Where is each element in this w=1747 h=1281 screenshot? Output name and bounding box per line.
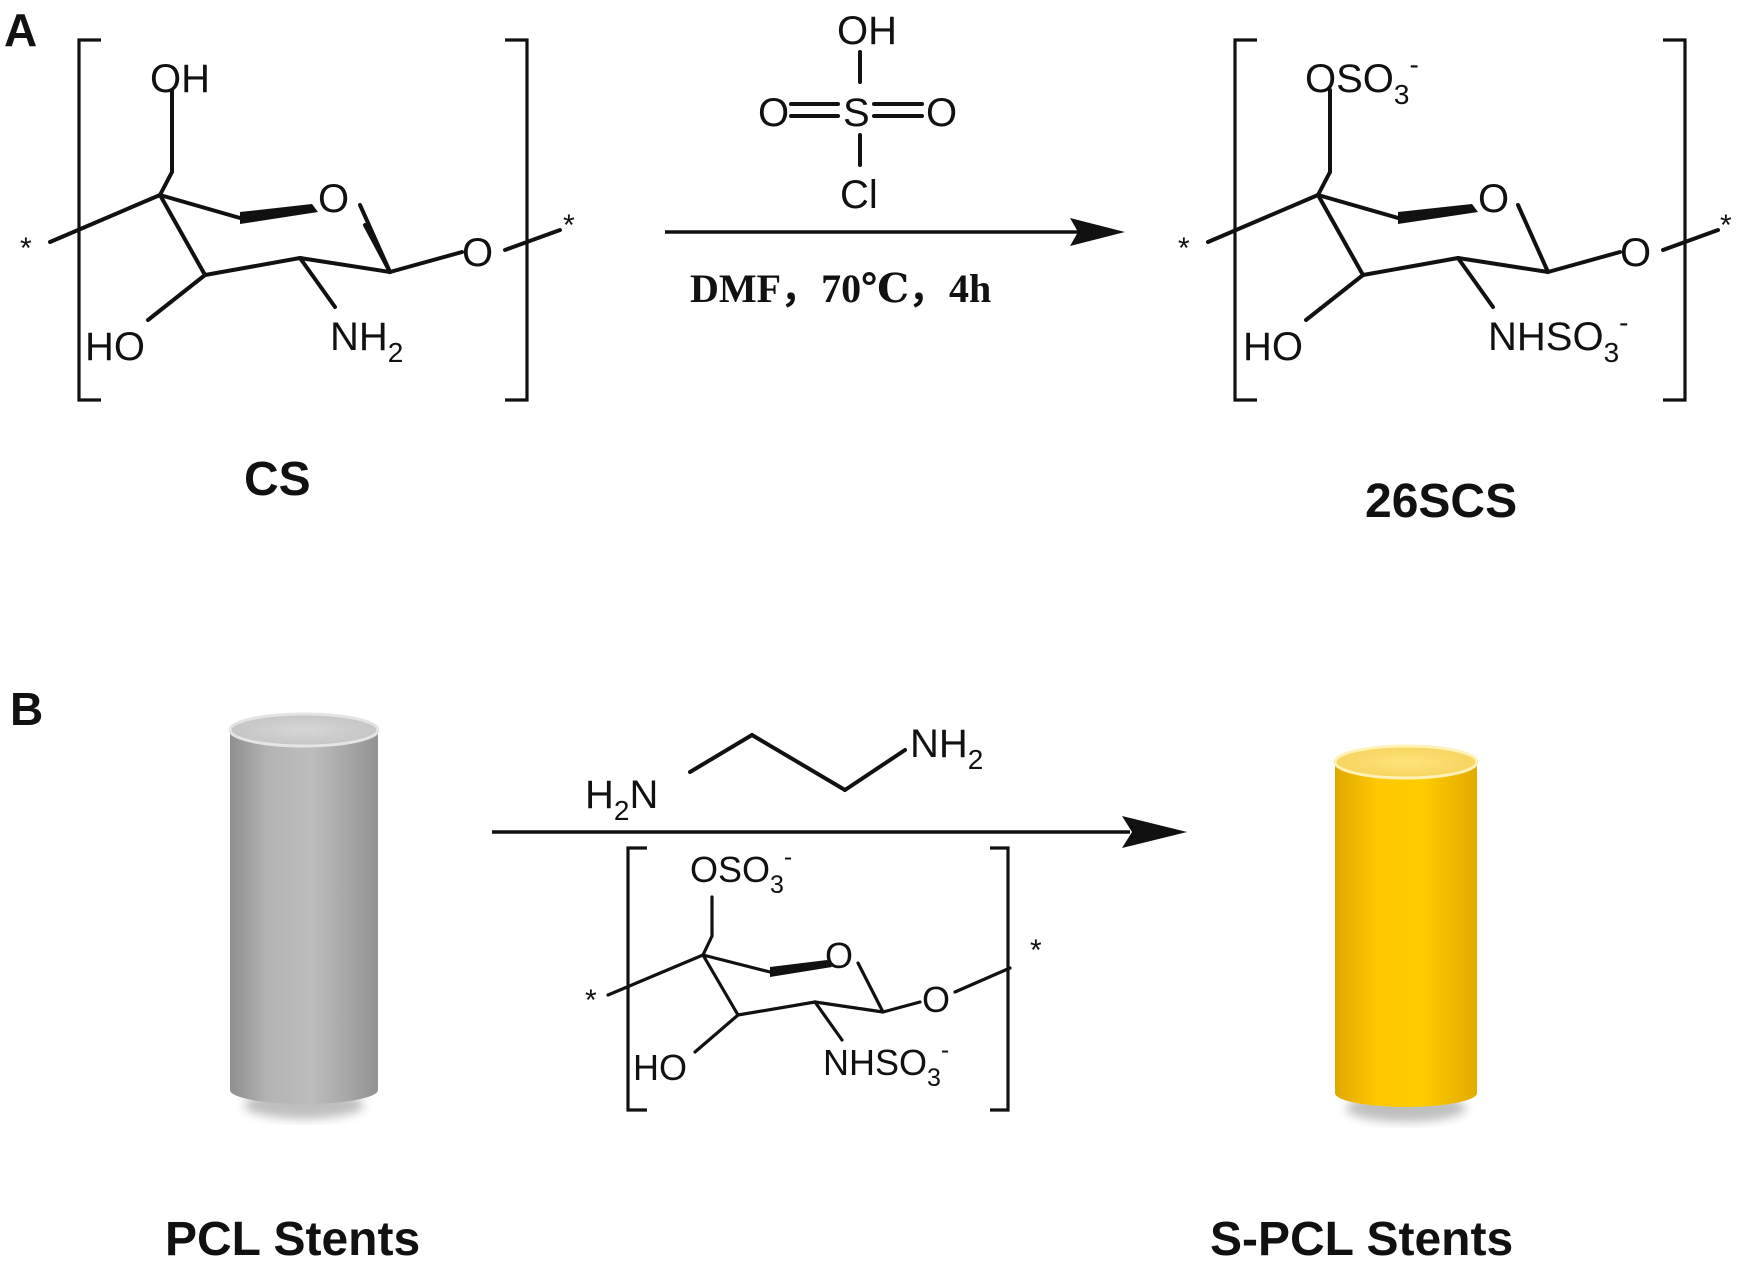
reagent-s: S (843, 91, 870, 135)
ethylenediamine: H2N NH2 (585, 722, 983, 826)
scs-small-right-bracket (990, 846, 1010, 1112)
scs-small-bonds (606, 895, 1012, 1054)
scs-small-oso3-top: OSO3- (690, 843, 792, 899)
pcl-stent-cylinder (228, 712, 380, 1119)
spcl-stent-cylinder (1333, 744, 1479, 1122)
scs-small-ho: HO (633, 1047, 687, 1088)
cs-right-bracket (505, 38, 529, 402)
cs-ho: HO (85, 325, 145, 369)
scs-small-link-oxygen: O (922, 979, 950, 1020)
scs-right-star: * (1720, 209, 1732, 242)
scs-ho: HO (1243, 325, 1303, 369)
reaction-conditions: DMF，70℃，4h (690, 266, 991, 311)
cs-left-bracket (77, 38, 101, 402)
eda-nh2: NH2 (910, 722, 983, 775)
cs-oh-top: OH (150, 57, 210, 101)
scs-oso3-top: OSO3- (1305, 49, 1419, 110)
arrow-b (492, 816, 1187, 848)
scs-right-bracket (1663, 38, 1687, 402)
arrow-a (665, 218, 1125, 246)
scs-small-right-star: * (1030, 934, 1042, 967)
cs-bonds (48, 88, 562, 322)
spcl-stents-label: S-PCL Stents (1210, 1213, 1513, 1266)
scs-structure: * * OSO3- O O HO NHSO3- 26SCS (1178, 38, 1732, 528)
scs-small-nhso3: NHSO3- (823, 1036, 949, 1092)
cs-structure: * * OH O O HO NH2 CS (20, 38, 575, 506)
scs-label: 26SCS (1365, 475, 1517, 528)
cs-ring-oxygen: O (318, 177, 349, 221)
panel-label-b: B (10, 683, 43, 735)
reagent-o-left: O (758, 91, 789, 135)
scs-left-star: * (1178, 232, 1190, 265)
cs-left-star: * (20, 232, 32, 265)
cs-right-star: * (563, 209, 575, 242)
scs-link-oxygen: O (1620, 231, 1651, 275)
scs-small-left-star: * (585, 984, 597, 1017)
reagent-cl: Cl (840, 173, 878, 217)
cs-label: CS (244, 453, 311, 506)
panel-label-a: A (4, 4, 37, 56)
scs-small-structure: * * OSO3- O O HO NHSO3- (585, 843, 1042, 1112)
scs-bonds (1206, 88, 1720, 322)
scs-left-bracket (1233, 38, 1257, 402)
scs-small-left-bracket (626, 846, 647, 1112)
reagent-o-right: O (926, 91, 957, 135)
cs-link-oxygen: O (462, 231, 493, 275)
scs-ring-oxygen: O (1478, 177, 1509, 221)
pcl-stents-label: PCL Stents (165, 1213, 420, 1266)
scs-small-ring-oxygen: O (825, 935, 853, 976)
cs-nh2: NH2 (330, 315, 403, 368)
eda-h2n: H2N (585, 773, 658, 826)
chlorosulfonic-acid: OH O S O Cl (758, 9, 957, 217)
scs-nhso3: NHSO3- (1488, 307, 1628, 368)
reagent-oh: OH (837, 9, 897, 53)
